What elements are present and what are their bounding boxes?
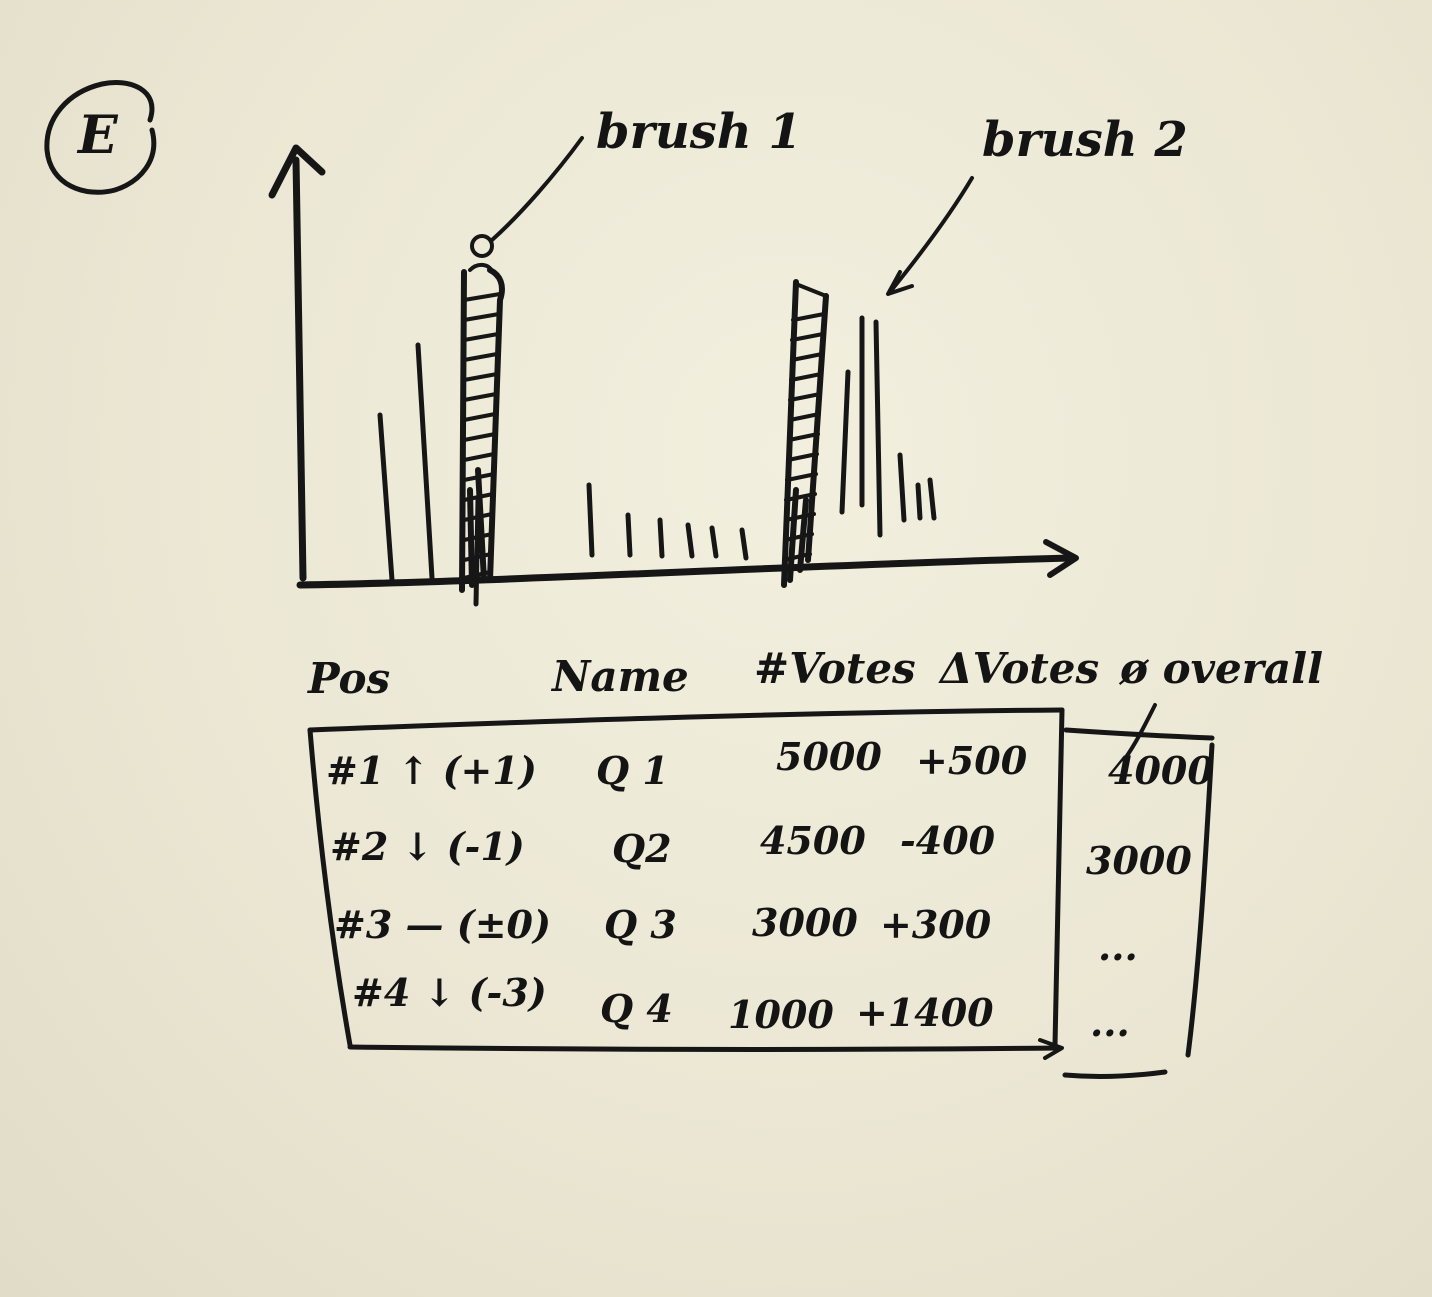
side-panel-box: [1062, 703, 1215, 1079]
histogram-bars: [377, 315, 937, 583]
brush-2-annotation: brush 2: [982, 112, 1188, 168]
table-box: [307, 707, 1065, 1060]
row-2-pos: #2 ↓ (-1): [330, 824, 525, 869]
row-2-name: Q2: [612, 826, 672, 871]
x-axis: [296, 539, 1079, 589]
overall-value-3: ...: [1098, 924, 1138, 969]
row-3-name: Q 3: [604, 902, 677, 947]
brush-1-selection: [459, 263, 505, 607]
row-1-pos: #1 ↑ (+1): [326, 748, 537, 793]
overall-value-4: ...: [1090, 1000, 1130, 1045]
row-3-pos: #3 — (±0): [334, 902, 551, 947]
row-2-delta: -400: [900, 818, 996, 863]
brush-2-selection: [781, 279, 829, 588]
row-1-votes: 5000: [776, 734, 882, 779]
figure-label: E: [78, 105, 118, 166]
header-delta-votes: ΔVotes: [940, 644, 1100, 693]
row-1-delta: +500: [916, 738, 1028, 783]
row-3-votes: 3000: [752, 900, 858, 945]
header-votes: #Votes: [754, 644, 916, 693]
overall-value-2: 3000: [1086, 838, 1192, 883]
row-1-name: Q 1: [596, 748, 669, 793]
brush-2-pointer: [886, 176, 974, 296]
header-name: Name: [552, 652, 689, 701]
row-4-pos: #4 ↓ (-3): [352, 970, 547, 1015]
row-4-delta: +1400: [856, 990, 994, 1035]
brush-1-pointer: [470, 136, 584, 258]
overall-value-1: 4000: [1108, 748, 1214, 793]
row-2-votes: 4500: [760, 818, 866, 863]
row-3-delta: +300: [880, 902, 992, 947]
figure-label-circle: [44, 80, 157, 195]
header-pos: Pos: [308, 654, 391, 703]
row-4-votes: 1000: [728, 992, 834, 1037]
row-4-name: Q 4: [600, 986, 673, 1031]
brush-1-annotation: brush 1: [596, 104, 802, 160]
header-overall: ø overall: [1120, 644, 1324, 693]
y-axis: [268, 144, 326, 582]
